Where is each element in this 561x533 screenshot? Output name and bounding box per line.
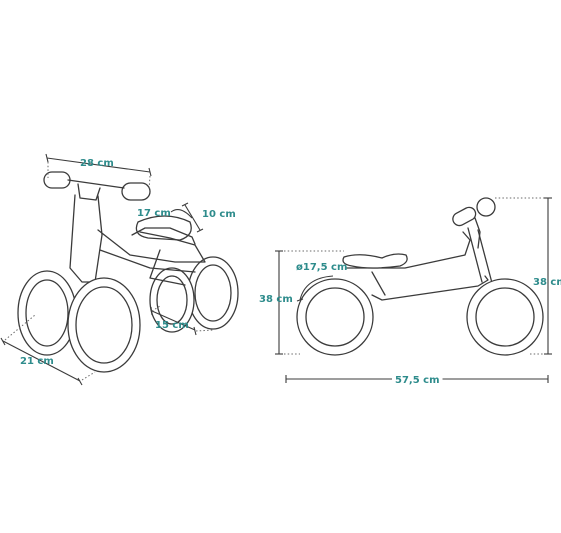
seat-length-dim xyxy=(170,209,193,219)
overall-width-label: 21 cm xyxy=(20,356,54,367)
wheel-diameter-dim xyxy=(296,275,334,302)
wheelbase-side-dim xyxy=(150,305,215,336)
handlebar-height-label: 38 cm xyxy=(533,277,561,288)
wheel-diameter-label: ø17,5 cm xyxy=(296,262,347,273)
front-right-wheel xyxy=(67,277,141,373)
rear-wheel-side xyxy=(296,278,374,356)
overall-width-dim xyxy=(0,314,96,386)
perspective-handlebar xyxy=(43,171,151,201)
perspective-view xyxy=(0,153,239,386)
front-left-wheel xyxy=(17,270,77,356)
seat-height-dim xyxy=(275,250,344,355)
seat-width-label: 10 cm xyxy=(202,209,236,220)
handlebar-width-dim xyxy=(45,153,152,191)
handlebar-width-label: 28 cm xyxy=(80,158,114,169)
seat-width-dim xyxy=(181,202,204,233)
seat-height-label: 38 cm xyxy=(259,294,293,305)
front-wheel-side xyxy=(466,278,544,356)
rear-right-wheel xyxy=(187,256,239,330)
side-handlebar xyxy=(452,197,496,227)
overall-length-label: 57,5 cm xyxy=(395,375,440,386)
perspective-frame xyxy=(69,194,206,286)
side-view xyxy=(275,197,552,383)
seat-length-label: 17 cm xyxy=(137,208,171,219)
handlebar-height-dim xyxy=(495,197,552,355)
wheelbase-side-label: 15 cm xyxy=(155,320,189,331)
overall-length-label-backdrop xyxy=(392,374,443,387)
side-frame xyxy=(342,213,493,301)
